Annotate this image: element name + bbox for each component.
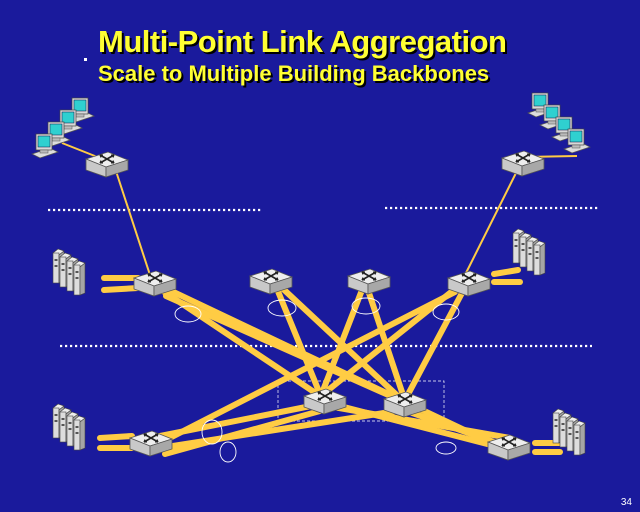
aggregation-rings <box>174 297 460 463</box>
page-number: 34 <box>620 497 632 508</box>
aggregated-links <box>97 267 563 457</box>
switch-icon <box>487 434 531 461</box>
server-rack-icon <box>53 249 85 295</box>
slide-title: Multi-Point Link Aggregation <box>98 24 507 59</box>
switch-icon <box>347 268 391 295</box>
switch-icon <box>501 150 545 177</box>
server-rack-icon <box>553 409 585 455</box>
floor-dividers <box>48 206 598 348</box>
slide-subtitle: Scale to Multiple Building Backbones <box>98 61 490 86</box>
workstation-group-right <box>527 92 591 154</box>
server-rack-icon <box>53 404 85 450</box>
bullet-dot <box>84 58 87 61</box>
workstation-group-left <box>31 97 95 159</box>
workstation-icon <box>563 128 591 154</box>
